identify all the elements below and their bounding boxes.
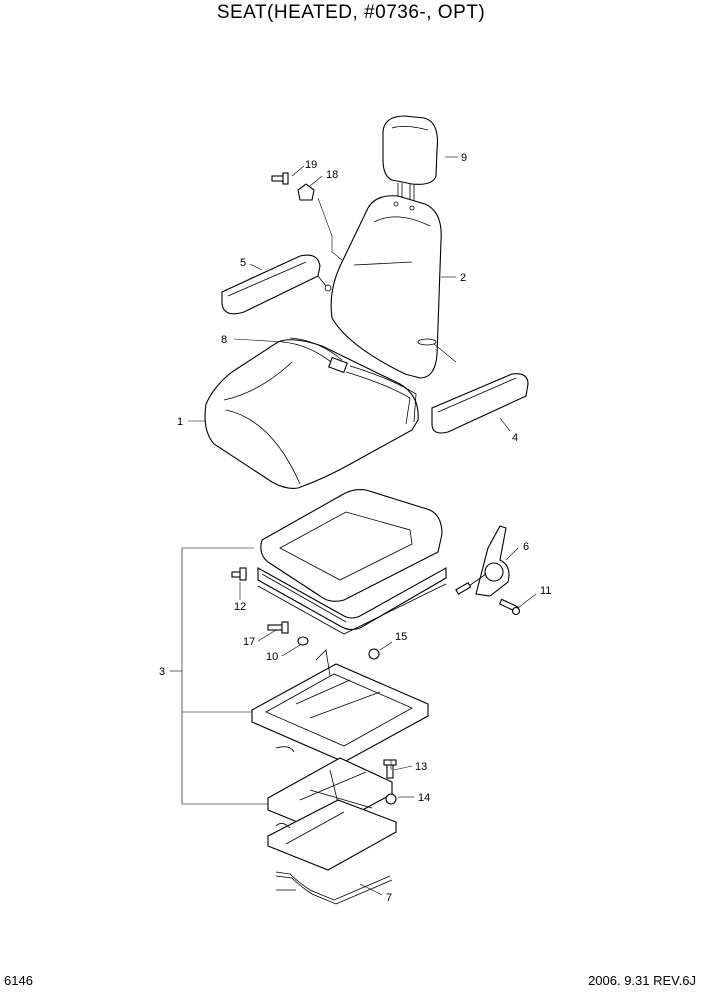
bolt-13[interactable] [383,759,397,779]
backrest[interactable] [330,195,442,379]
callout-3: 3 [159,666,165,678]
right-armrest[interactable] [431,373,529,434]
callout-13: 13 [415,761,427,773]
seat-mounting-frame[interactable] [257,489,447,635]
seat-cushion[interactable] [204,339,419,489]
callout-2: 2 [460,272,466,284]
callout-14: 14 [418,792,430,804]
callout-10: 10 [266,651,278,663]
bolt-19[interactable] [271,172,289,185]
callout-labels: 9 2 5 4 8 1 6 11 12 17 10 15 3 14 13 7 1… [159,152,551,904]
callout-6: 6 [523,541,529,553]
callout-8: 8 [221,334,227,346]
bolt-12[interactable] [231,567,247,581]
left-armrest[interactable] [221,254,332,315]
callout-4: 4 [512,432,518,444]
adjust-cable[interactable] [275,871,393,905]
nut-15[interactable] [368,648,380,660]
callout-7: 7 [386,892,392,904]
suspension-upper-frame[interactable] [251,649,429,763]
callout-18: 18 [326,169,338,181]
callout-15: 15 [395,631,407,643]
revision-date: 2006. 9.31 REV.6J [588,973,696,988]
page-title: SEAT(HEATED, #0736-, OPT) [216,2,486,23]
leader-lines [170,156,537,896]
bolt-11[interactable] [498,598,521,616]
callout-1: 1 [177,416,183,428]
callout-5: 5 [240,257,246,269]
suspension-scissor-base[interactable] [267,757,397,871]
callout-12: 12 [234,601,246,613]
page-number: 6146 [4,973,33,988]
bolt-17[interactable] [267,621,289,634]
callout-9: 9 [461,152,467,164]
callout-11: 11 [540,585,551,597]
headrest[interactable] [382,115,439,201]
seat-belt[interactable] [281,337,417,425]
knob-18[interactable] [297,183,315,201]
bushing-14[interactable] [385,793,397,805]
recline-lever-bracket[interactable] [455,525,510,597]
callout-19: 19 [305,159,317,171]
nut-10[interactable] [297,636,309,646]
callout-17: 17 [243,636,255,648]
